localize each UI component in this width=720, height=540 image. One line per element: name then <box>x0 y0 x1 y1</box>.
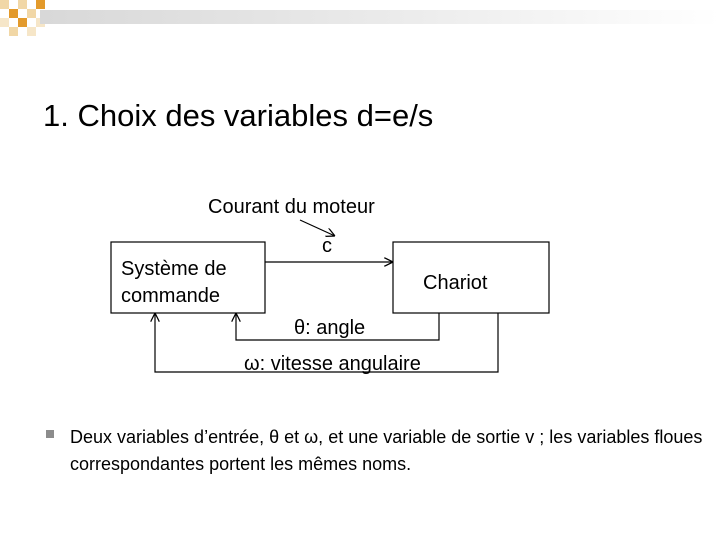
motor-current-label: Courant du moteur <box>208 196 375 218</box>
omega-feedback-line <box>155 313 499 373</box>
control-system-line2: commande <box>121 285 220 307</box>
bullet-marker <box>46 430 54 438</box>
theta-feedback-line <box>236 313 440 341</box>
omega-label: ω: vitesse angulaire <box>244 353 421 375</box>
cart-box <box>392 241 550 314</box>
theta-label: θ: angle <box>294 317 365 339</box>
c-label: c <box>322 235 332 257</box>
page-title: 1. Choix des variables d=e/s <box>43 98 434 133</box>
control-system-line1: Système de <box>121 258 227 280</box>
bullet-text: Deux variables d’entrée, θ et ω, et une … <box>70 427 703 474</box>
header-bar <box>40 10 720 24</box>
cart-label: Chariot <box>423 272 488 294</box>
control-system-box <box>110 241 266 314</box>
motor-current-pointer <box>299 219 335 236</box>
